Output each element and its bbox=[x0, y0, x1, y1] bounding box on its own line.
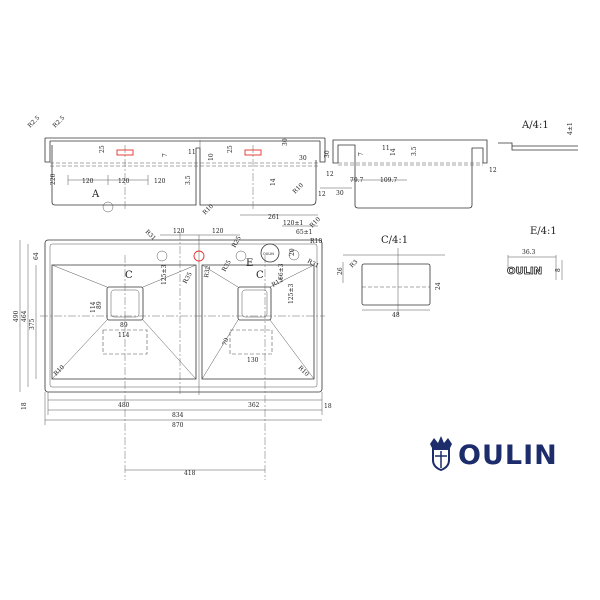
dim: 120 bbox=[82, 178, 94, 185]
detail-e: E/4:1 36.3 OULIN 8 bbox=[507, 226, 563, 280]
detail-marker-a: A bbox=[91, 189, 100, 200]
dim: 89 bbox=[120, 322, 128, 329]
dim: R10 bbox=[297, 364, 311, 378]
engraved-logo: OULIN bbox=[507, 266, 542, 277]
faucet-hole bbox=[156, 250, 168, 262]
section-marker: C bbox=[125, 270, 133, 281]
dim: 109.7 bbox=[380, 177, 397, 184]
dim: 4±1 bbox=[567, 122, 574, 135]
dim: 26 bbox=[337, 267, 344, 275]
dim: 490 bbox=[13, 310, 20, 322]
dim: R10 bbox=[308, 216, 322, 230]
dim: R2.5 bbox=[51, 114, 66, 129]
dim: 10 bbox=[208, 153, 215, 161]
front-elevation: R2.5 R2.5 25 25 30 30 7 11 10 220 120 12… bbox=[26, 114, 333, 216]
dim: 18 bbox=[21, 402, 28, 410]
dim: 130 bbox=[247, 357, 259, 364]
detail-c-title: C/4:1 bbox=[381, 235, 408, 246]
dim: 464 bbox=[21, 310, 28, 322]
dim: 14 bbox=[390, 148, 397, 156]
plate-label: OULIN bbox=[263, 252, 274, 256]
dim: 120 bbox=[212, 228, 224, 235]
section-marker: C bbox=[256, 270, 264, 281]
dim: 64 bbox=[33, 252, 40, 260]
dim: 79.7 bbox=[350, 177, 364, 184]
dim: R35 bbox=[182, 271, 194, 285]
dim: 120 bbox=[118, 178, 130, 185]
dim: 12 bbox=[326, 171, 334, 178]
dim: 24 bbox=[435, 282, 442, 290]
dim: 65±1 bbox=[296, 229, 312, 236]
dim: 120±1 bbox=[283, 220, 303, 227]
crown-shield-icon bbox=[430, 436, 452, 472]
dim: 14 bbox=[270, 178, 277, 186]
dim: 125±3 bbox=[288, 284, 295, 304]
dim: 120 bbox=[173, 228, 185, 235]
dim: 48 bbox=[392, 312, 400, 319]
dim: 220 bbox=[50, 173, 57, 185]
detail-a-circle bbox=[102, 201, 114, 213]
dim: 36.3 bbox=[522, 249, 536, 256]
dim: 30 bbox=[299, 155, 307, 162]
dim: 3.5 bbox=[411, 146, 418, 156]
dim: 120 bbox=[154, 178, 166, 185]
detail-e-marker: E bbox=[246, 258, 253, 269]
dim: R10 bbox=[291, 182, 305, 196]
brand-logo: OULIN bbox=[458, 440, 558, 471]
dim: R2.5 bbox=[26, 114, 41, 129]
dim: 11 bbox=[382, 145, 390, 152]
dim: 3.5 bbox=[185, 175, 192, 185]
faucet-hole bbox=[235, 250, 247, 262]
dim: R3 bbox=[348, 258, 359, 269]
dim: 834 bbox=[172, 412, 184, 419]
dim: 375 bbox=[29, 318, 36, 330]
dim: 25 bbox=[227, 145, 234, 153]
dim: 30 bbox=[324, 150, 331, 158]
dim: 362 bbox=[248, 402, 260, 409]
dim: R32 bbox=[203, 265, 212, 278]
dim: 18 bbox=[324, 403, 332, 410]
dim: R10 bbox=[310, 238, 322, 245]
dim: 418 bbox=[184, 470, 196, 477]
dim: 70 bbox=[221, 337, 230, 347]
faucet-hole-highlight bbox=[193, 250, 205, 262]
dim: 12 bbox=[489, 167, 497, 174]
dim: 89 bbox=[96, 301, 103, 309]
dim: 8 bbox=[555, 268, 562, 272]
detail-a: A/4:1 4±1 bbox=[498, 120, 578, 151]
dim: 20 bbox=[289, 248, 296, 256]
dim: R25 bbox=[231, 235, 243, 249]
dim: 66±3 bbox=[278, 263, 285, 280]
detail-a-title: A/4:1 bbox=[521, 120, 549, 131]
dim: 125±3 bbox=[161, 265, 168, 285]
dim: 12 bbox=[318, 191, 326, 198]
dim: 114 bbox=[118, 332, 130, 339]
dim: R35 bbox=[221, 259, 233, 273]
dim: 870 bbox=[172, 422, 184, 429]
dim: 7 bbox=[162, 153, 169, 157]
dim: 7 bbox=[358, 152, 365, 156]
brand-plate bbox=[260, 243, 280, 263]
dim: 25 bbox=[99, 145, 106, 153]
dim: 11 bbox=[188, 149, 196, 156]
dim: 30 bbox=[336, 190, 344, 197]
side-elevation: 30 11 7 14 3.5 12 12 30 79.7 109.7 bbox=[318, 139, 497, 209]
detail-c: C/4:1 26 R3 24 48 bbox=[337, 235, 445, 319]
faucet-hole bbox=[288, 249, 300, 261]
dim: 30 bbox=[282, 138, 289, 146]
dim: 261 bbox=[268, 214, 279, 221]
detail-e-title: E/4:1 bbox=[530, 226, 557, 237]
dim: 480 bbox=[118, 402, 130, 409]
dim: 114 bbox=[90, 301, 97, 313]
plan-view: OULIN C C E 261 120±1 65±1 R10 R10 R31 R… bbox=[13, 214, 332, 480]
